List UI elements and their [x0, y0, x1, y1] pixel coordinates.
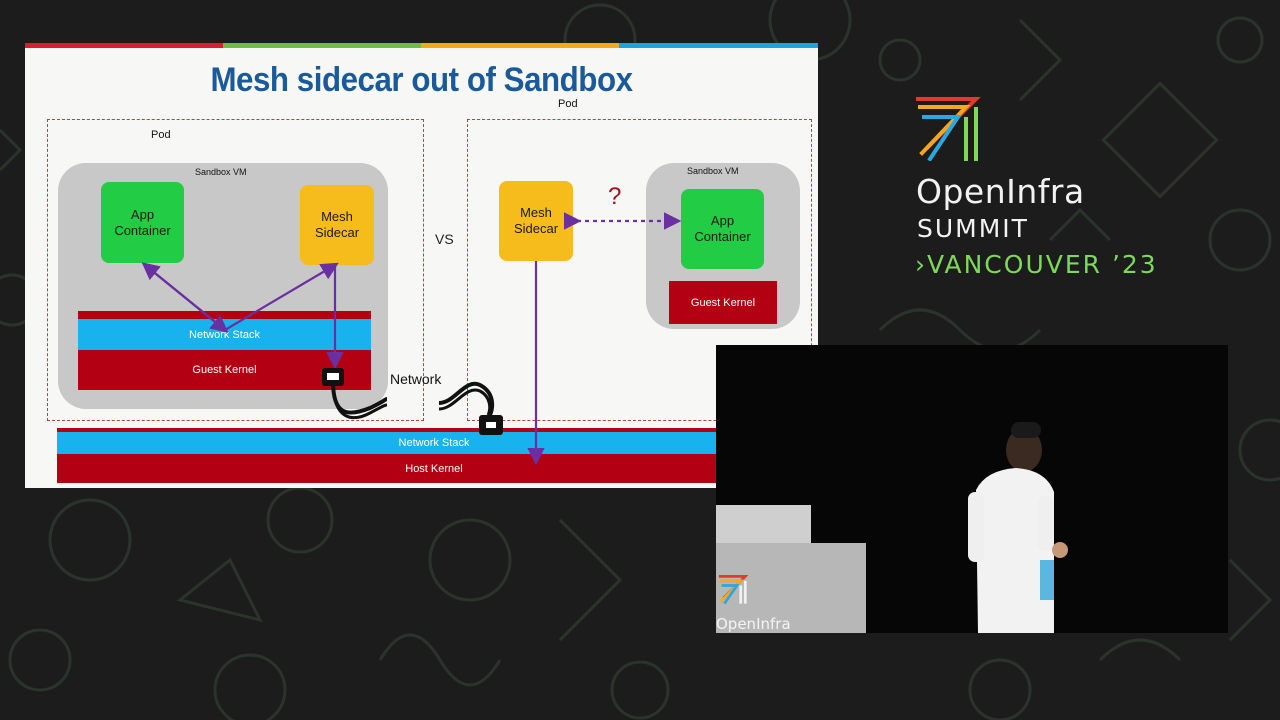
question-mark: ? — [608, 183, 622, 210]
left-app-container: App Container — [101, 182, 184, 263]
host-network-stack: Network Stack — [57, 432, 811, 454]
left-pod-box — [47, 119, 424, 421]
summit-name: OpenInfra — [916, 172, 1085, 211]
left-guest-kernel: Guest Kernel — [78, 350, 371, 390]
podium-openinfra-logo-icon — [718, 575, 748, 605]
stripe-orange — [421, 43, 621, 48]
speaker-person — [968, 422, 1068, 633]
stripe-blue — [619, 43, 818, 48]
right-sandbox-vm-label: Sandbox VM — [687, 166, 739, 176]
network-label: Network — [390, 371, 442, 387]
right-mesh-sidecar: Mesh Sidecar — [499, 181, 573, 261]
slide-title: Mesh sidecar out of Sandbox — [210, 61, 633, 99]
host-kernel: Host Kernel — [57, 454, 811, 483]
left-mesh-sidecar: Mesh Sidecar — [300, 185, 374, 265]
left-pod-label: Pod — [151, 129, 171, 141]
right-guest-kernel: Guest Kernel — [669, 281, 777, 324]
left-stack-top-edge — [78, 311, 371, 319]
podium-logo-text: OpenInfra — [716, 615, 791, 633]
host-stack-top-edge — [57, 428, 811, 432]
stripe-green — [223, 43, 423, 48]
left-network-stack: Network Stack — [78, 319, 371, 350]
presentation-slide: Mesh sidecar out of Sandbox Pod Sandbox … — [25, 43, 818, 488]
vs-label: VS — [435, 231, 454, 247]
laptop — [716, 505, 811, 548]
left-sandbox-vm-label: Sandbox VM — [195, 167, 247, 177]
openinfra-logo-icon — [916, 97, 981, 161]
summit-subtitle: SUMMIT — [917, 214, 1029, 243]
stripe-red — [25, 43, 225, 48]
right-pod-box — [467, 119, 812, 421]
speaker-camera-feed: OpenInfra — [716, 345, 1228, 633]
right-pod-label: Pod — [558, 98, 578, 110]
right-app-container: App Container — [681, 189, 764, 269]
summit-city: ›VANCOUVER ’23 — [915, 250, 1158, 279]
